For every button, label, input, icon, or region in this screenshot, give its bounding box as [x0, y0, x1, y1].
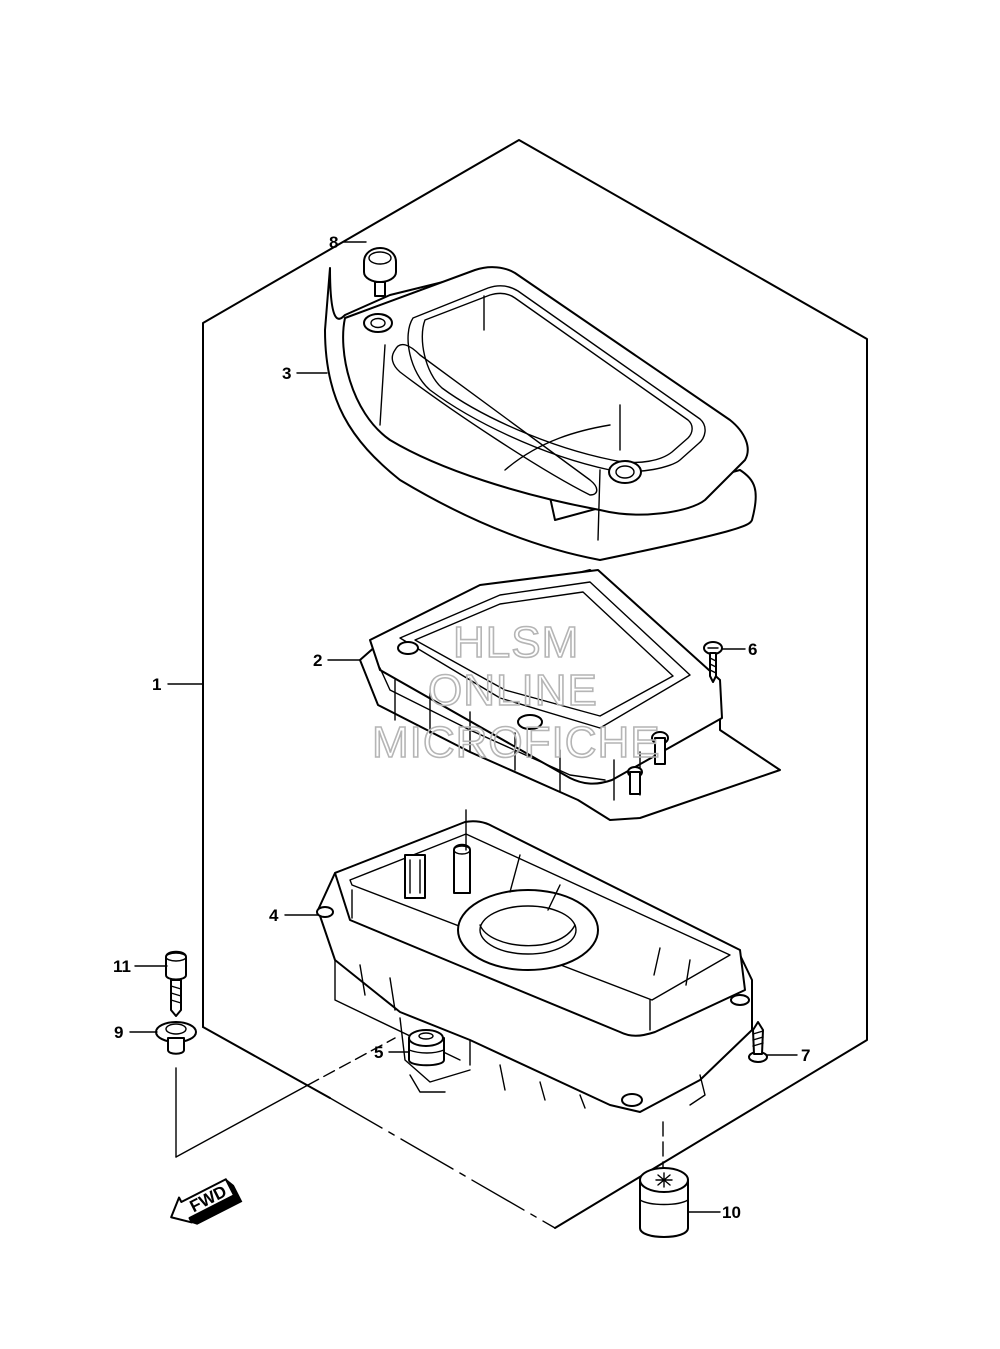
callout-10: 10: [722, 1203, 741, 1222]
callout-numbers: 1 2 3 4 5 6 7 8 9 10 11: [113, 233, 810, 1222]
part-9-collar[interactable]: [155, 1021, 197, 1055]
part-11-bolt[interactable]: [165, 950, 187, 1017]
fwd-arrow: FWD: [170, 1178, 243, 1225]
part-5-grommet[interactable]: [408, 1029, 445, 1067]
part-7-screw[interactable]: [748, 1021, 768, 1063]
part-10-plug[interactable]: [639, 1167, 689, 1238]
callout-11: 11: [113, 957, 131, 976]
watermark-line-3: MICROFICHE: [372, 718, 661, 767]
callout-3: 3: [282, 364, 291, 383]
callout-1: 1: [152, 675, 161, 694]
part-3-cover[interactable]: [324, 266, 757, 561]
callout-7: 7: [801, 1046, 810, 1065]
callout-4: 4: [269, 906, 279, 925]
watermark-line-2: ONLINE: [428, 666, 598, 715]
location-lines: [175, 809, 664, 1169]
callout-5: 5: [374, 1043, 383, 1062]
part-6-screw[interactable]: [703, 641, 723, 683]
callout-8: 8: [329, 233, 338, 252]
assembly-outline: [202, 139, 868, 1229]
watermark: HLSM ONLINE MICROFICHE: [371, 617, 661, 768]
part-2-meter[interactable]: [359, 569, 781, 821]
callout-6: 6: [748, 640, 757, 659]
callout-9: 9: [114, 1023, 123, 1042]
part-8-screw[interactable]: [363, 247, 397, 297]
leader-lines: [129, 241, 798, 1213]
part-4-case[interactable]: [316, 820, 753, 1113]
callout-2: 2: [313, 651, 322, 670]
watermark-line-1: HLSM: [453, 618, 579, 667]
